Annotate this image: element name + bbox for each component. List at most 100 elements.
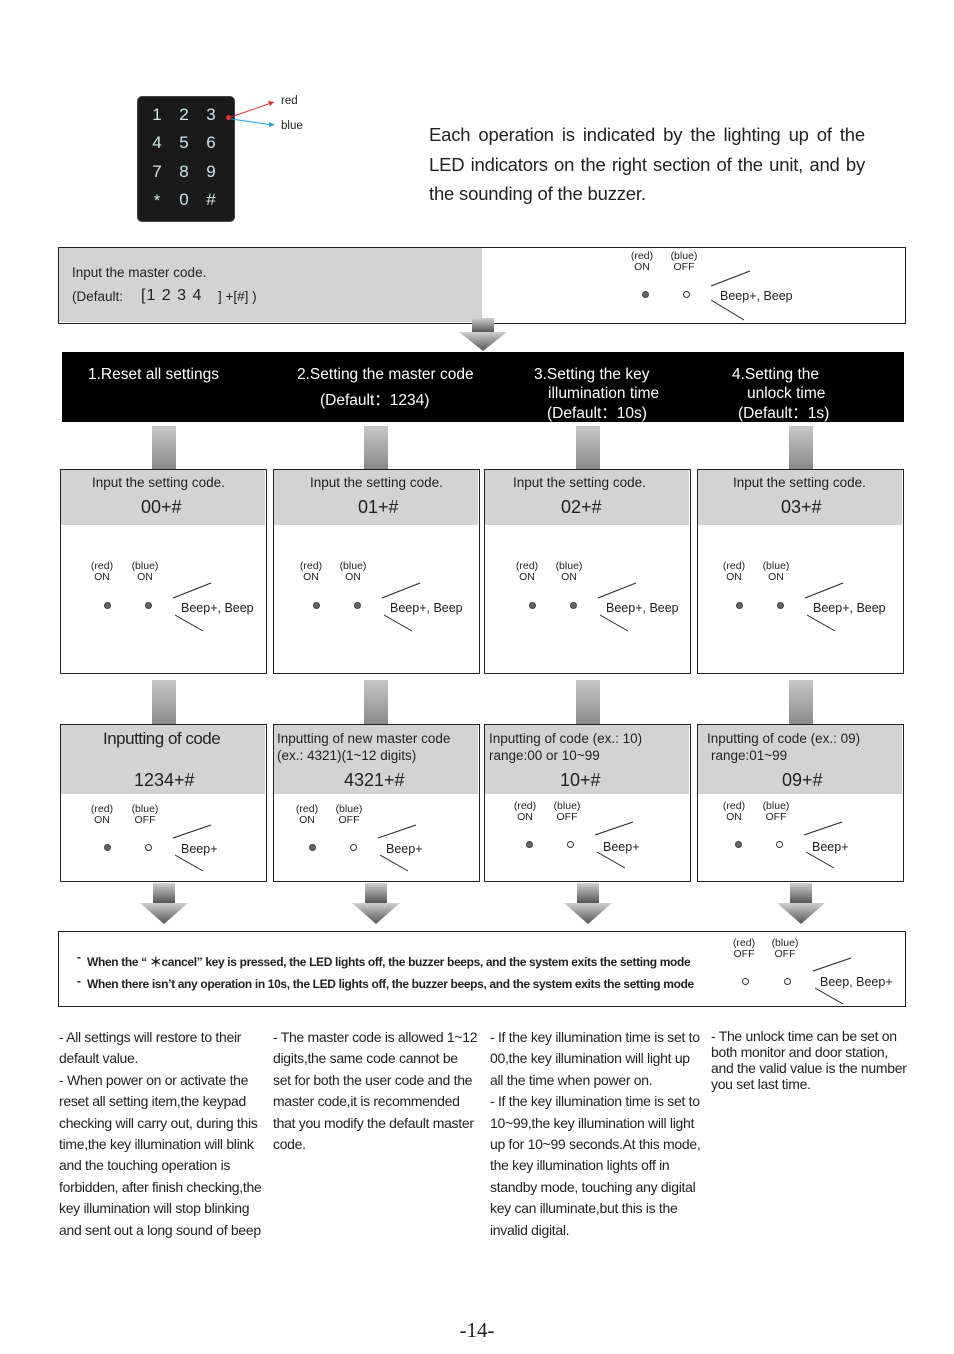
key-hash: # (201, 190, 221, 210)
blue-led-off-icon (776, 841, 783, 848)
blue-led-off-icon (145, 844, 152, 851)
setting-instruction: Input the setting code. (513, 475, 646, 490)
key-1: 1 (147, 105, 167, 125)
buzzer-sound: Beep+ (181, 842, 218, 856)
blue-led-label: (blue)OFF (765, 938, 805, 960)
input-box-2: Inputting of new master code (ex.: 4321)… (273, 724, 480, 882)
setting-box-3: Input the setting code. 02+# (red)ON (bl… (484, 469, 691, 674)
buzzer-sound: Beep+ (812, 840, 849, 854)
input-instruction: Inputting of new master code (277, 731, 450, 746)
connector (576, 426, 600, 470)
note-key-illumination: - If the key illumination time is set to… (490, 1027, 702, 1241)
key-5: 5 (174, 133, 194, 153)
input-instruction: Inputting of code (103, 729, 220, 749)
exit-cancel-text: When the “ ＊cancel” key is pressed, the … (87, 953, 690, 970)
master-code-default-prefix: (Default: (72, 289, 123, 304)
red-led-on-icon (735, 841, 742, 848)
blue-led-label: (blue)OFF (547, 801, 587, 823)
key-6: 6 (201, 133, 221, 153)
blue-led-label: (blue)OFF (329, 804, 369, 826)
input-box-3: Inputting of code (ex.: 10) range:00 or … (484, 724, 691, 882)
arrow-down-icon (775, 883, 827, 925)
connector (576, 680, 600, 725)
blue-led-label: (blue)ON (333, 561, 373, 583)
red-led-label: (red)ON (512, 561, 542, 583)
red-led-off-icon (742, 978, 749, 985)
blue-led-on-icon (145, 602, 152, 609)
red-led-on-icon (104, 844, 111, 851)
key-3: 3 (201, 105, 221, 125)
input-range: range:00 or 10~99 (489, 748, 600, 763)
input-range: (ex.: 4321)(1~12 digits) (277, 748, 416, 763)
buzzer-sound: Beep+, Beep (390, 601, 463, 615)
exit-conditions-box: - When the “ ＊cancel” key is pressed, th… (58, 931, 906, 1007)
setting-box-2: Input the setting code. 01+# (red)ON (bl… (273, 469, 480, 674)
note-master-code: - The master code is allowed 1~12 digits… (273, 1027, 478, 1155)
menu-unlock-time-default: (Default：1s) (738, 401, 829, 423)
connector (364, 426, 388, 470)
connector (789, 680, 813, 725)
red-led-on-icon (736, 602, 743, 609)
page-number: -14- (0, 1318, 954, 1343)
red-led-label: (red)OFF (728, 938, 760, 960)
note-reset: - All settings will restore to their def… (59, 1027, 264, 1241)
input-code: 09+# (782, 770, 823, 791)
blue-led-on-icon (570, 602, 577, 609)
setting-instruction: Input the setting code. (92, 475, 225, 490)
key-0: 0 (174, 190, 194, 210)
key-star: * (147, 191, 167, 211)
menu-master-code: 2.Setting the master code (297, 366, 474, 384)
blue-led-off-icon (784, 978, 791, 985)
blue-led-off-icon (683, 291, 690, 298)
red-led-on-icon (313, 602, 320, 609)
arrow-down-icon (350, 883, 402, 925)
master-code-box: Input the master code. (Default: [1 2 3 … (58, 247, 906, 324)
blue-led-label: (blue)ON (125, 561, 165, 583)
menu-reset-all: 1.Reset all settings (88, 366, 219, 384)
input-box-1: Inputting of code 1234+# (red)ON (blue)O… (60, 724, 267, 882)
menu-key-illumination: 3.Setting the key (534, 366, 649, 384)
blue-led-off-icon (350, 844, 357, 851)
blue-led-label: (blue)OFF (756, 801, 796, 823)
arrow-down-icon (457, 318, 509, 352)
arrow-down-icon (562, 883, 614, 925)
buzzer-sound: Beep+, Beep (181, 601, 254, 615)
keypad-illustration: 1 2 3 4 5 6 7 8 9 * 0 # (138, 97, 234, 221)
master-code-instruction: Input the master code. (72, 265, 206, 280)
red-led-label: (red)ON (510, 801, 540, 823)
red-led-label: (red)ON (87, 561, 117, 583)
setting-code: 03+# (781, 497, 822, 518)
note-unlock-time: - The unlock time can be set on both mon… (711, 1028, 911, 1092)
input-box-4: Inputting of code (ex.: 09) range:01~99 … (697, 724, 904, 882)
setting-instruction: Input the setting code. (310, 475, 443, 490)
exit-timeout-text: When there isn’t any operation in 10s, t… (87, 977, 694, 991)
key-2: 2 (174, 105, 194, 125)
setting-code: 00+# (141, 497, 182, 518)
input-instruction: Inputting of code (ex.: 09) (707, 731, 860, 746)
input-code: 4321+# (344, 770, 405, 791)
setting-code: 01+# (358, 497, 399, 518)
blue-led-on-icon (777, 602, 784, 609)
red-led-on-icon (529, 602, 536, 609)
arrow-down-icon (138, 883, 190, 925)
input-range: range:01~99 (711, 748, 787, 763)
menu-key-illumination-default: (Default：10s) (547, 401, 647, 423)
connector (789, 426, 813, 470)
blue-led-on-icon (354, 602, 361, 609)
key-7: 7 (147, 162, 167, 182)
key-4: 4 (147, 133, 167, 153)
red-led-label: (red)ON (719, 561, 749, 583)
input-code: 1234+# (134, 770, 195, 791)
connector (364, 680, 388, 725)
blue-led-label: (blue)OFF (125, 804, 165, 826)
red-led-on-icon (526, 841, 533, 848)
setting-box-1: Input the setting code. 00+# (red)ON (bl… (60, 469, 267, 674)
key-8: 8 (174, 162, 194, 182)
red-led-label: (red)ON (296, 561, 326, 583)
red-led-label: (red)ON (292, 804, 322, 826)
menu-unlock-time: 4.Setting the (732, 366, 819, 384)
menu-master-code-default: (Default：1234) (320, 388, 429, 410)
buzzer-sound: Beep+, Beep (606, 601, 679, 615)
buzzer-sound: Beep, Beep+ (820, 975, 893, 989)
red-led-label: (red)ON (625, 251, 659, 273)
